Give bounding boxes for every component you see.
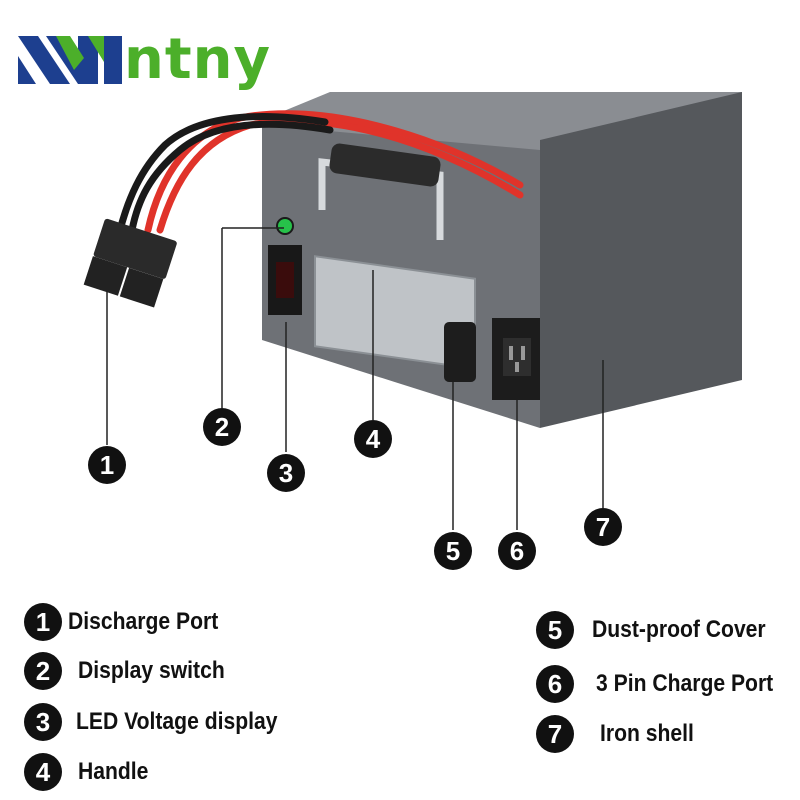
callout-badge-4: 4 bbox=[354, 420, 392, 458]
logo-mark-icon bbox=[18, 36, 122, 84]
legend-item: 1 Discharge Port bbox=[24, 602, 239, 642]
legend-label: 3 Pin Charge Port bbox=[596, 670, 774, 697]
legend-number: 3 bbox=[24, 703, 62, 741]
legend-label: LED Voltage display bbox=[76, 708, 278, 735]
legend-number: 1 bbox=[24, 603, 62, 641]
discharge-port-icon bbox=[83, 218, 177, 308]
charge-port-icon bbox=[492, 318, 540, 400]
legend-number: 4 bbox=[24, 753, 62, 791]
legend-label: Display switch bbox=[78, 657, 225, 684]
callout-badge-5: 5 bbox=[434, 532, 472, 570]
callout-badge-6: 6 bbox=[498, 532, 536, 570]
leader-lines bbox=[106, 227, 604, 530]
callout-badge-1: 1 bbox=[88, 446, 126, 484]
legend-label: Dust-proof Cover bbox=[592, 616, 766, 643]
dust-proof-cover-icon bbox=[444, 322, 476, 382]
brand-name: ntny bbox=[124, 27, 272, 92]
legend-item: 6 3 Pin Charge Port bbox=[536, 664, 797, 704]
legend-label: Discharge Port bbox=[68, 608, 219, 635]
legend-item: 7 Iron shell bbox=[536, 714, 707, 754]
legend-number: 6 bbox=[536, 665, 574, 703]
legend-item: 4 Handle bbox=[24, 752, 158, 792]
callout-badge-7: 7 bbox=[584, 508, 622, 546]
legend-number: 5 bbox=[536, 611, 574, 649]
legend-label: Handle bbox=[78, 758, 149, 785]
display-switch-icon bbox=[276, 217, 294, 235]
callout-badge-2: 2 bbox=[203, 408, 241, 446]
callout-badge-3: 3 bbox=[267, 454, 305, 492]
cables bbox=[116, 110, 524, 234]
battery-illustration bbox=[83, 92, 742, 530]
handle-icon bbox=[314, 143, 476, 370]
legend-item: 3 LED Voltage display bbox=[24, 702, 305, 742]
legend-number: 2 bbox=[24, 652, 62, 690]
legend-item: 2 Display switch bbox=[24, 651, 245, 691]
legend-number: 7 bbox=[536, 715, 574, 753]
iron-shell-side bbox=[540, 92, 742, 428]
brand-logo bbox=[18, 36, 122, 84]
legend-item: 5 Dust-proof Cover bbox=[536, 610, 789, 650]
legend-label: Iron shell bbox=[600, 720, 694, 747]
